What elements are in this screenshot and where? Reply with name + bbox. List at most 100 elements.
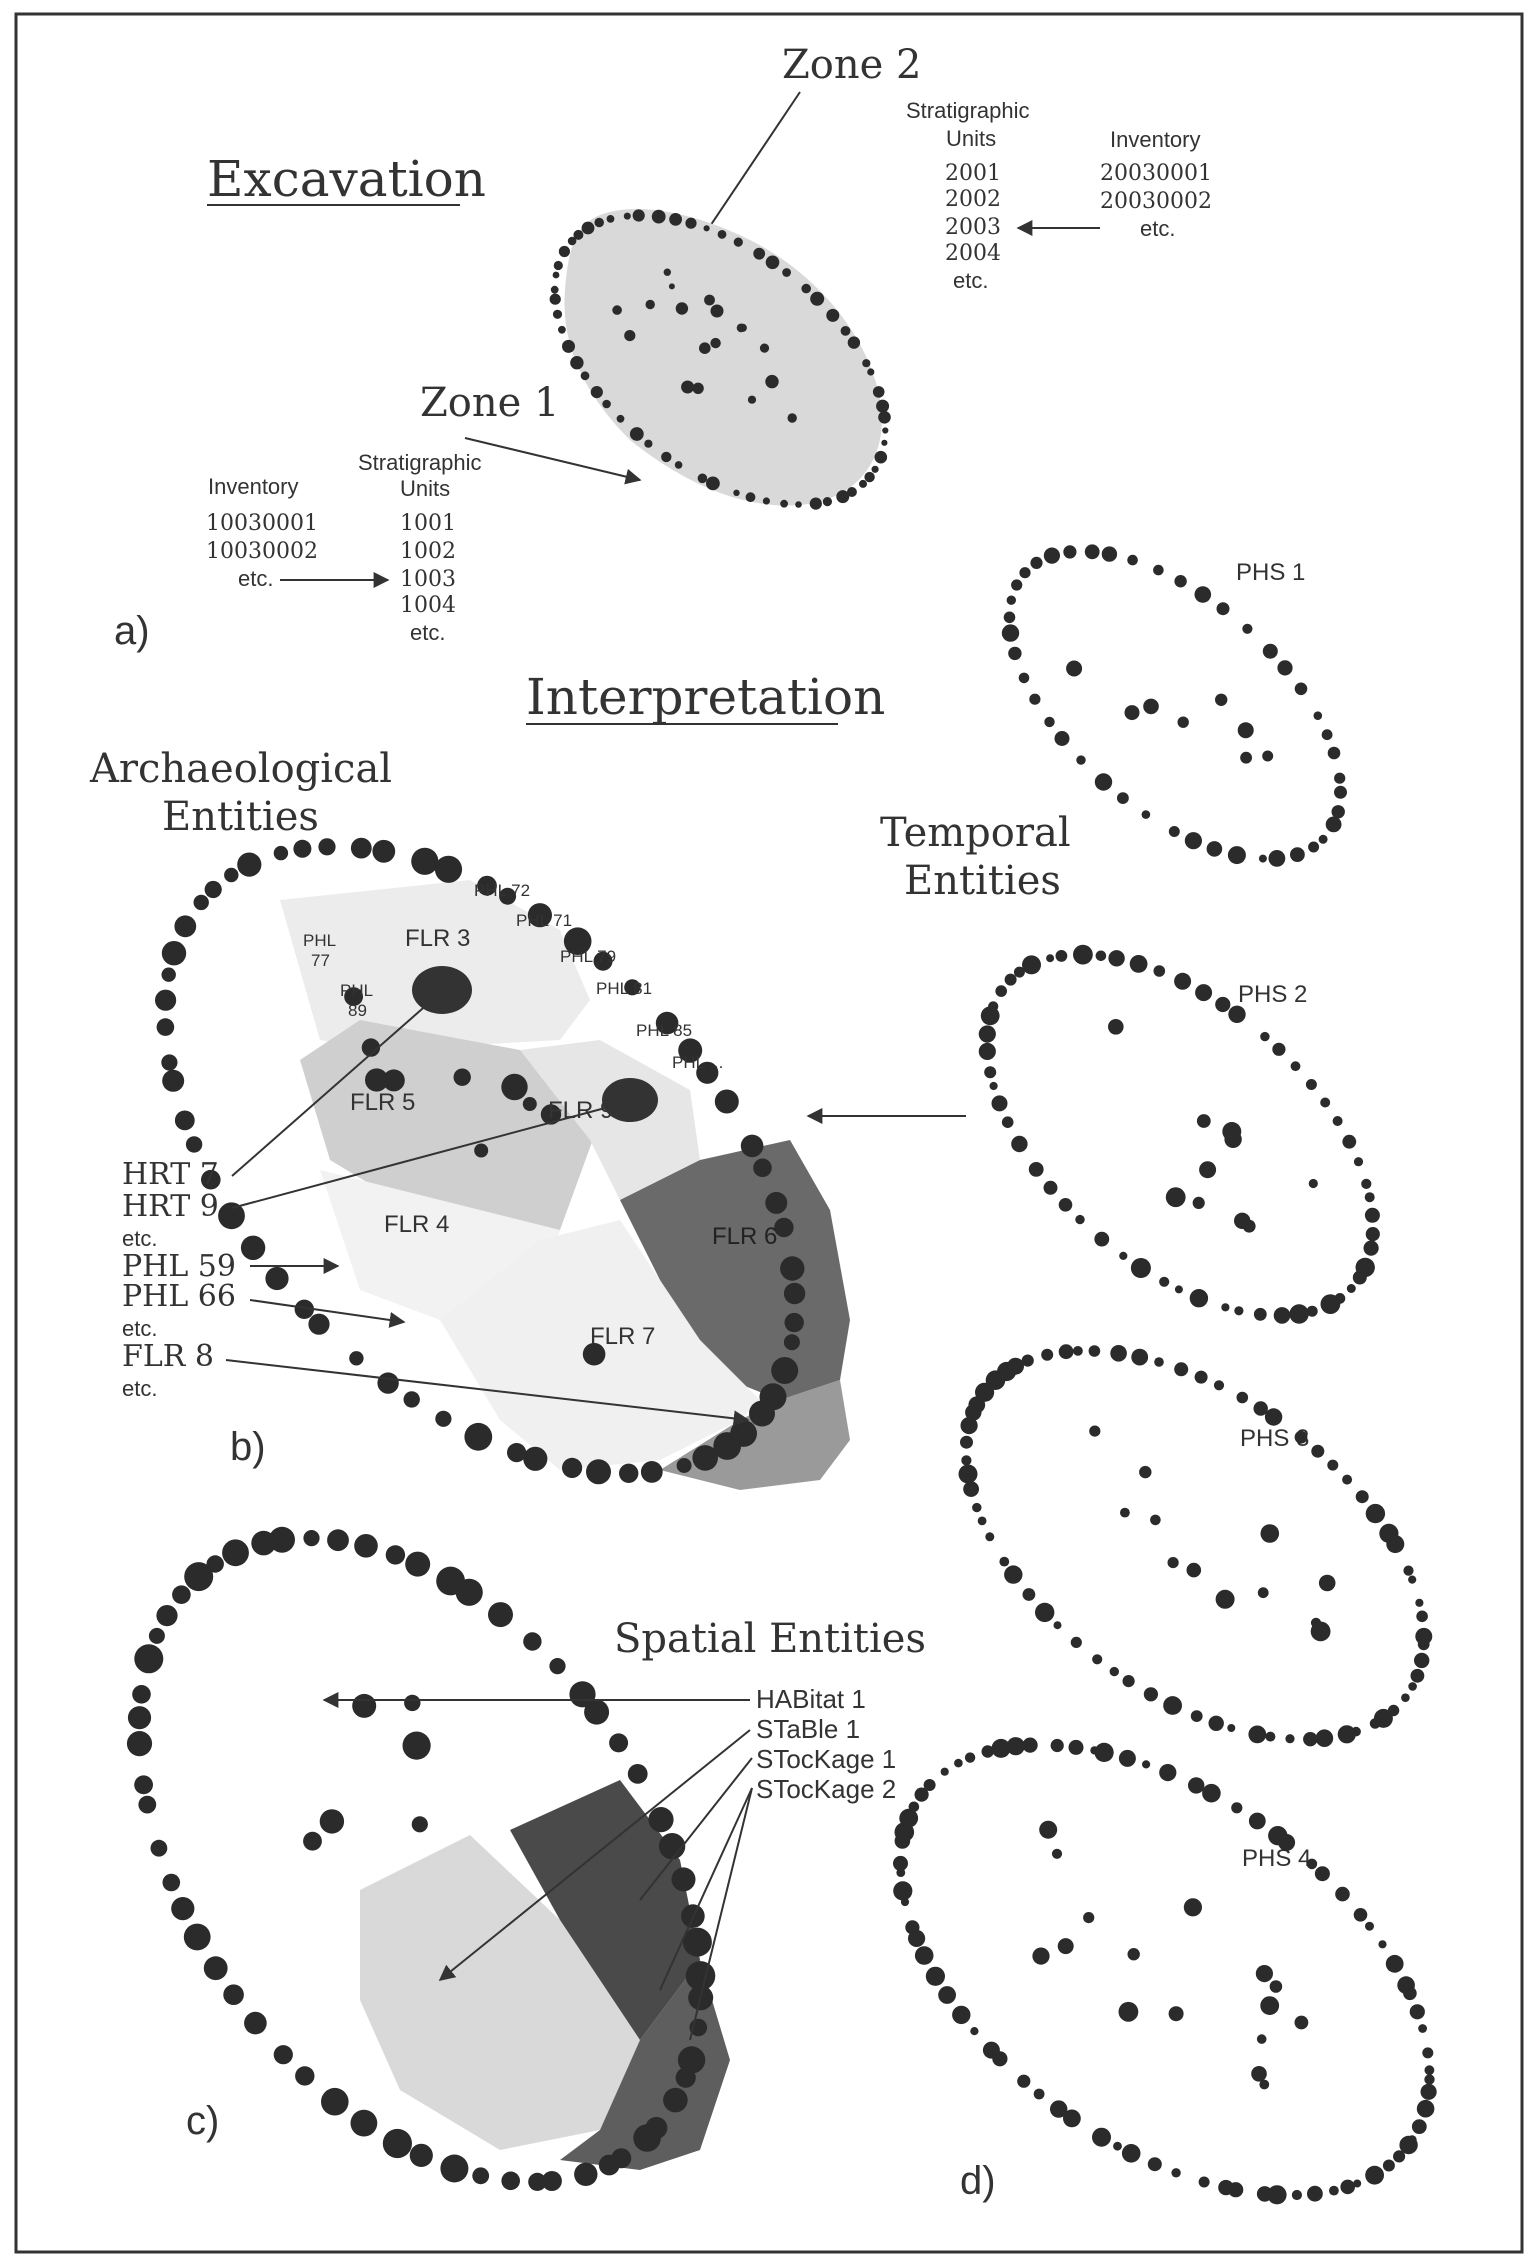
- post-hole: [1314, 1866, 1330, 1882]
- post-hole: [1408, 1682, 1417, 1691]
- phase-3-post-holes: [958, 1344, 1433, 1747]
- post-hole: [501, 2171, 520, 2191]
- post-hole: [648, 1807, 674, 1833]
- post-hole: [1409, 2004, 1425, 2020]
- post-hole: [1076, 755, 1086, 765]
- post-hole: [1363, 1240, 1379, 1256]
- post-hole: [522, 1097, 537, 1111]
- post-hole: [1120, 1507, 1130, 1518]
- post-hole: [1335, 1886, 1350, 1902]
- post-hole: [435, 1410, 452, 1427]
- post-hole: [354, 1534, 378, 1558]
- post-hole: [1127, 554, 1138, 566]
- post-hole: [1234, 1212, 1251, 1230]
- excavation-area: [564, 209, 882, 506]
- floor-flr3: [280, 880, 590, 1050]
- post-hole: [881, 439, 888, 446]
- leader-flr8: [225, 1359, 750, 1427]
- post-hole: [661, 451, 672, 463]
- post-hole: [1094, 773, 1113, 791]
- post-hole: [1028, 1162, 1044, 1177]
- post-hole: [1256, 2186, 1273, 2202]
- post-hole: [224, 867, 239, 883]
- post-hole: [527, 903, 553, 928]
- post-hole: [1364, 1192, 1375, 1203]
- post-hole: [350, 2109, 378, 2137]
- post-hole: [1340, 2179, 1355, 2195]
- post-hole: [598, 2154, 620, 2176]
- post-hole: [663, 2087, 688, 2113]
- post-hole: [1019, 567, 1031, 579]
- post-hole: [1001, 1116, 1014, 1128]
- post-hole: [677, 2046, 706, 2074]
- post-hole: [1420, 2083, 1437, 2100]
- post-hole: [1227, 1724, 1236, 1732]
- post-hole: [1058, 1344, 1074, 1360]
- post-hole: [1329, 2185, 1339, 2196]
- post-hole: [582, 1342, 606, 1366]
- post-hole: [1257, 1587, 1269, 1599]
- post-hole: [1255, 1965, 1273, 1983]
- post-hole: [402, 1731, 431, 1760]
- post-hole: [1118, 2001, 1139, 2022]
- left-strat-value: etc.: [410, 620, 445, 645]
- post-hole: [1192, 1196, 1205, 1209]
- post-hole: [574, 2162, 598, 2186]
- post-hole: [156, 1018, 175, 1036]
- post-hole: [1342, 1134, 1357, 1149]
- post-hole: [1411, 2119, 1427, 2135]
- post-hole: [783, 1334, 800, 1351]
- post-hole: [1195, 984, 1213, 1002]
- post-hole: [981, 1745, 994, 1758]
- post-hole: [1353, 1157, 1364, 1167]
- post-hole: [1294, 682, 1308, 696]
- leader-stockage2a: [659, 1787, 753, 1991]
- post-hole: [350, 837, 372, 859]
- legend-hrt9: HRT 9: [122, 1189, 219, 1224]
- post-hole: [1117, 792, 1129, 804]
- post-hole: [1291, 2189, 1302, 2201]
- post-hole: [740, 1134, 764, 1158]
- post-hole: [1046, 954, 1055, 963]
- post-hole: [361, 1038, 381, 1057]
- post-hole: [1007, 1357, 1024, 1375]
- post-hole: [1278, 1834, 1296, 1851]
- post-hole: [658, 1833, 686, 1860]
- post-hole: [1050, 1738, 1064, 1753]
- post-hole: [218, 1202, 245, 1230]
- post-hole: [1306, 1858, 1318, 1870]
- hearth-hrt7: [412, 966, 472, 1014]
- label-flr3: FLR 3: [405, 925, 470, 952]
- post-hole: [403, 1391, 420, 1408]
- post-hole: [1315, 1729, 1334, 1747]
- figure-border: [14, 12, 1524, 2254]
- post-hole: [269, 1526, 295, 1553]
- post-hole: [1066, 660, 1083, 677]
- post-hole: [294, 1299, 314, 1320]
- post-hole: [1253, 1401, 1268, 1416]
- post-hole: [549, 1658, 566, 1675]
- phase-4-post-holes: [893, 1737, 1437, 2205]
- post-hole: [174, 915, 197, 938]
- post-hole: [540, 1104, 562, 1125]
- label-flr6: FLR 6: [712, 1223, 777, 1250]
- panel-a-label: a): [114, 609, 150, 653]
- right-inventory-header: Inventory: [1110, 127, 1201, 152]
- post-hole: [859, 479, 867, 488]
- post-hole: [984, 1066, 997, 1079]
- post-hole: [1334, 785, 1347, 799]
- post-hole: [710, 337, 721, 349]
- post-hole: [185, 1136, 203, 1153]
- legend-hrt7: HRT 7: [122, 1157, 219, 1192]
- post-hole: [1422, 2047, 1434, 2059]
- post-hole: [676, 1458, 692, 1473]
- post-hole: [782, 268, 791, 277]
- post-hole: [836, 490, 850, 504]
- post-hole: [1262, 643, 1278, 659]
- post-hole: [193, 894, 209, 911]
- leader-stockage1: [639, 1757, 753, 1901]
- post-hole: [1332, 1116, 1343, 1126]
- left-inventory-value: 10030002: [206, 539, 318, 564]
- post-hole: [162, 1873, 181, 1892]
